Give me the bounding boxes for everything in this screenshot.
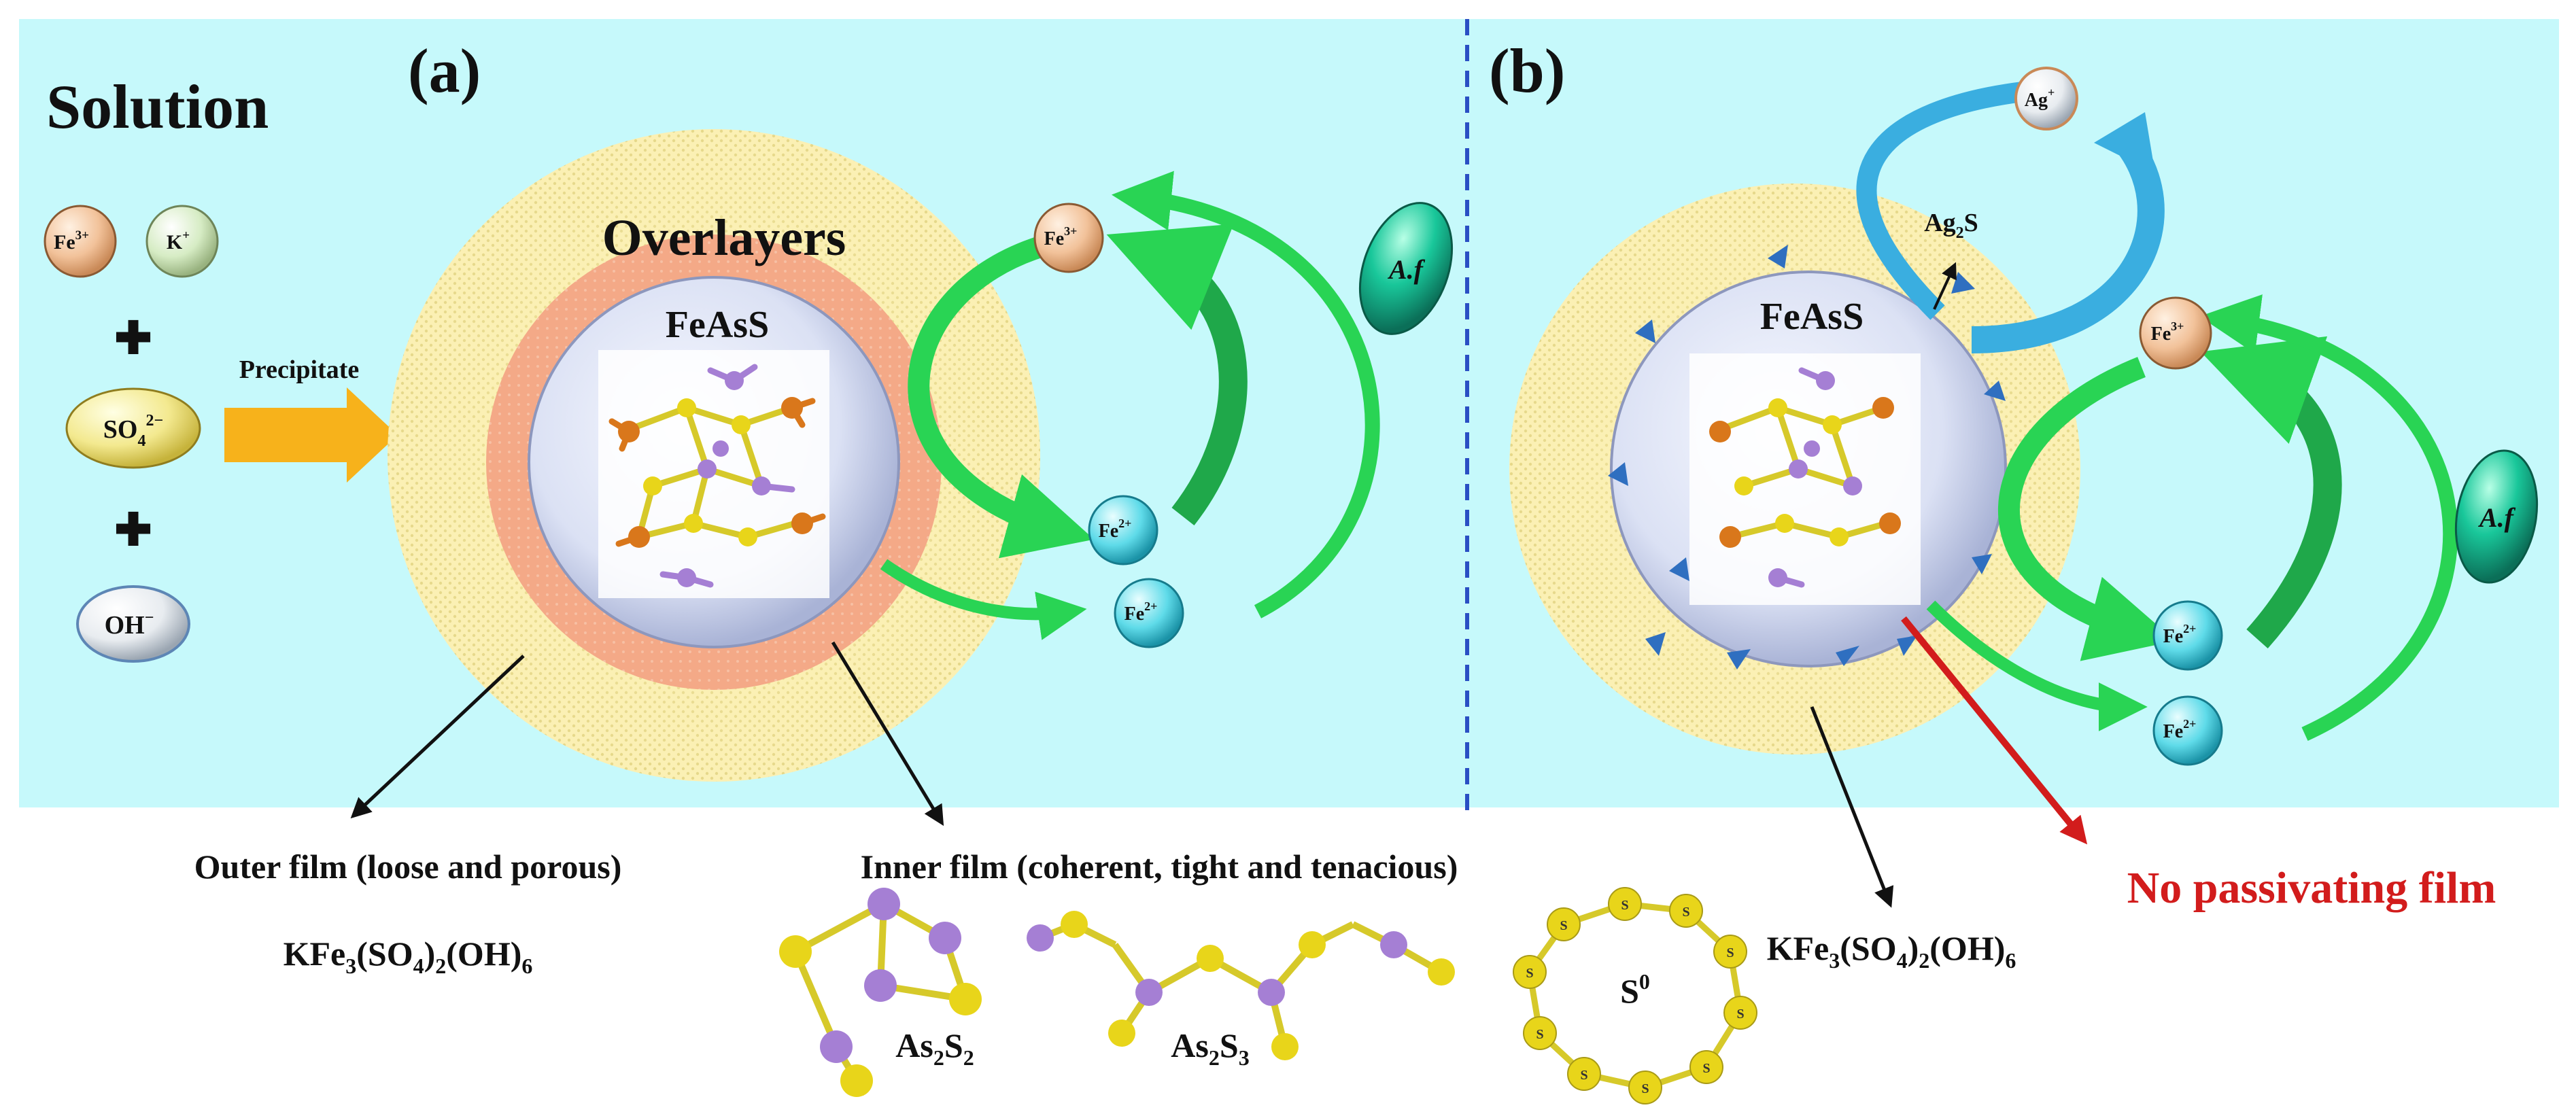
- s8-ring: S S S S S S S S S S S0: [1513, 887, 1757, 1104]
- cycle-ion-fe2-lower-a: Fe2+: [1114, 578, 1184, 648]
- as2s2-label: As2S2: [895, 1026, 974, 1070]
- blue-arrow-ag-up: [1971, 126, 2165, 353]
- ion-k: K+: [145, 205, 219, 278]
- sulfur-atom-5: [1689, 1050, 1723, 1084]
- green-arrow-b-bottom: [1926, 600, 2148, 731]
- ag2s-label: Ag2S: [1924, 209, 1978, 242]
- svg-text:Fe3+: Fe3+: [1044, 224, 1078, 249]
- plus-sign-2: ✚: [114, 506, 152, 555]
- panel-a-label: (a): [408, 36, 481, 105]
- sulfur-atom-3: [1713, 935, 1747, 969]
- film-b-formula: KFe3(SO4)2(OH)6: [1767, 929, 2016, 973]
- precipitate-arrow: [224, 387, 398, 483]
- sulfur-atom-10: [1547, 907, 1581, 941]
- sulfur-atom-2: [1669, 894, 1703, 928]
- svg-text:K+: K+: [167, 228, 190, 254]
- cycle-ion-fe3-b: Fe3+: [2139, 296, 2212, 370]
- panel-b: (b) FeAsS: [1489, 36, 2539, 973]
- green-arrow-a-up-outer: [1111, 171, 1380, 619]
- green-arrow-b-up-inner: [2200, 336, 2342, 648]
- green-arrow-a-up-inner: [1106, 224, 1248, 525]
- svg-text:Fe2+: Fe2+: [1099, 517, 1132, 542]
- sulfur-atom-label-9: S: [1526, 966, 1533, 981]
- sulfur-atom-9: [1513, 955, 1547, 989]
- ion-oh: OH−: [76, 585, 190, 663]
- lattice-atoms-b: [1709, 371, 1901, 587]
- film-b-pointer: [1810, 706, 1894, 908]
- outer-film-pointer: [350, 655, 525, 819]
- solution-label: Solution: [46, 72, 269, 141]
- lattice-atoms-a: [618, 371, 813, 587]
- svg-text:Fe3+: Fe3+: [2151, 319, 2184, 345]
- sulfur-atom-label-7: S: [1580, 1068, 1587, 1083]
- sulfur-atom-label-5: S: [1702, 1061, 1710, 1076]
- sulfur-atom-4: [1723, 996, 1757, 1030]
- surface-triangles: [1608, 245, 2006, 669]
- sulfur-atom-label-4: S: [1736, 1007, 1744, 1022]
- precipitate-label: Precipitate: [239, 355, 360, 384]
- s0-label: S0: [1620, 969, 1650, 1010]
- blue-arrow-ag-down: [1856, 82, 2024, 320]
- svg-text:Fe2+: Fe2+: [2163, 622, 2197, 647]
- sulfur-atom-label-3: S: [1726, 945, 1734, 960]
- sulfur-atom-8: [1523, 1016, 1557, 1050]
- svg-text:Fe2+: Fe2+: [2163, 717, 2197, 742]
- bacteria-af-a: A.f: [1358, 202, 1454, 335]
- sulfur-atom-6: [1628, 1071, 1662, 1104]
- sulfur-atom-7: [1567, 1057, 1601, 1091]
- outer-film-caption: Outer film (loose and porous): [194, 848, 622, 886]
- svg-text:SO42−: SO42−: [103, 412, 163, 450]
- ion-so4: SO42−: [65, 387, 201, 469]
- mineral-label-b: FeAsS: [1760, 296, 1864, 338]
- plus-sign-1: ✚: [114, 314, 152, 364]
- ag-ion: Ag+: [2014, 67, 2078, 130]
- sulfur-atom-label-2: S: [1682, 905, 1689, 920]
- sulfur-atom-label-8: S: [1536, 1027, 1543, 1042]
- green-arrow-a-down: [908, 234, 1095, 559]
- bacteria-af-b: A.f: [2454, 449, 2539, 584]
- svg-text:Fe3+: Fe3+: [54, 228, 89, 254]
- ion-fe3: Fe3+: [44, 205, 117, 278]
- blue-arrow-ag-head: [2094, 112, 2155, 173]
- as2s3-label: As2S3: [1171, 1026, 1249, 1070]
- no-passivating-film-label: No passivating film: [2127, 863, 2496, 913]
- svg-text:A.f: A.f: [2477, 502, 2516, 533]
- panel-b-label: (b): [1489, 36, 1565, 105]
- cycle-ion-fe2-upper-b: Fe2+: [2152, 600, 2223, 671]
- svg-text:A.f: A.f: [1387, 254, 1426, 285]
- sulfur-atom-label-1: S: [1621, 898, 1628, 913]
- cycle-ion-fe2-upper-a: Fe2+: [1088, 495, 1158, 565]
- sulfur-atom-label-10: S: [1560, 918, 1567, 933]
- cycle-ion-fe2-lower-b: Fe2+: [2152, 695, 2223, 766]
- as2s3-molecule: As2S3: [1027, 911, 1455, 1070]
- no-film-arrow: [1901, 616, 2088, 845]
- inner-film-pointer: [831, 641, 944, 826]
- cycle-ion-fe3-a: Fe3+: [1033, 203, 1104, 273]
- svg-text:Ag+: Ag+: [2025, 86, 2055, 111]
- green-arrow-b-up-outer: [2199, 294, 2458, 742]
- inner-film-caption: Inner film (coherent, tight and tenaciou…: [861, 848, 1458, 886]
- as2s2-molecule: As2S2: [779, 888, 982, 1097]
- sulfur-atom-1: [1608, 887, 1642, 921]
- ag2s-pointer: [1933, 262, 1957, 310]
- green-arrow-a-bottom: [880, 559, 1087, 640]
- mineral-label-a: FeAsS: [666, 304, 769, 346]
- sulfur-atom-label-6: S: [1641, 1081, 1649, 1096]
- overlayers-label: Overlayers: [602, 209, 846, 266]
- svg-text:OH−: OH−: [105, 609, 154, 640]
- panel-a: (a) Solution Fe3+ K+ ✚ SO42− ✚ OH− Preci…: [44, 36, 1757, 1104]
- svg-text:Fe2+: Fe2+: [1124, 599, 1158, 625]
- outer-film-formula: KFe3(SO4)2(OH)6: [284, 935, 533, 978]
- green-arrow-b-down: [1998, 357, 2176, 661]
